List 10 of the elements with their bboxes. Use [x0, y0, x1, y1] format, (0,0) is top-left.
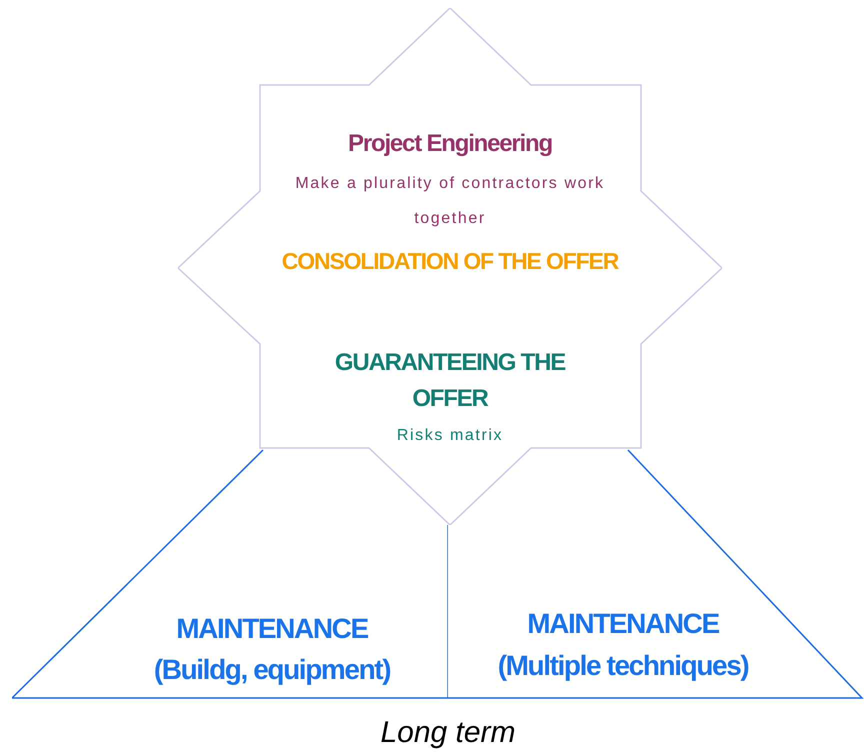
subheading: (Buildg, equipment) [152, 653, 392, 687]
heading: Project Engineering [347, 129, 553, 159]
heading: CONSOLIDATION OF THE OFFER [280, 247, 620, 276]
caption-text: Long term [379, 715, 517, 751]
description-text: Risks matrix [396, 426, 504, 446]
heading: MAINTENANCE [175, 612, 370, 646]
description-text: Make a plurality of contractors work together [294, 174, 606, 229]
heading: GUARANTEEING THE OFFER [334, 348, 566, 414]
subheading: (Multiple techniques) [496, 649, 750, 683]
heading: MAINTENANCE [526, 607, 720, 641]
